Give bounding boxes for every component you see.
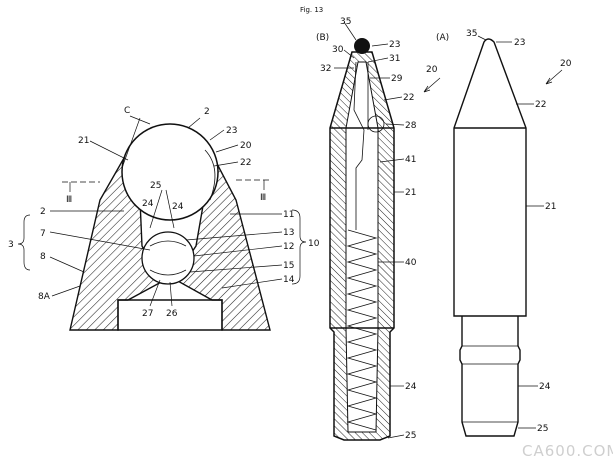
left-view-socket-section: C 2 23 21 20 22 25 24 24 Ⅲ Ⅲ 2 3 7 8 11 … [8,106,320,331]
arrow-20-b [423,77,441,93]
leader-23-b [371,43,389,47]
leader-7 [49,231,151,251]
label-iii-right: Ⅲ [260,193,266,203]
label-25-b: 25 [405,431,416,441]
arrow-c [129,115,151,125]
cut-line-c [121,117,141,169]
arrow-20-a [545,69,563,85]
label-view-a: (A) [436,33,449,43]
ball-small-detail [149,240,187,276]
leader-22-b [383,96,403,101]
leader-41 [379,158,405,163]
leader-35-b [343,21,357,41]
label-21: 21 [78,136,89,146]
ball-small [141,231,195,285]
leader-35-a [477,35,487,41]
leader-26 [169,281,173,307]
label-14: 14 [283,275,295,285]
label-21-b: 21 [405,188,416,198]
leader-31 [367,57,389,63]
leader-22 [213,161,239,167]
figure-label: Fig. 13 [300,6,323,14]
label-view-b: (B) [316,33,329,43]
label-20: 20 [240,141,252,151]
leader-23 [209,129,225,141]
label-22: 22 [240,158,251,168]
label-28: 28 [405,121,417,131]
leader-28 [385,123,405,126]
label-24-a: 24 [539,382,551,392]
label-40: 40 [405,258,417,268]
label-35-a: 35 [466,29,477,39]
label-8a: 8A [38,292,51,302]
label-2-top: 2 [204,107,210,117]
leader-24a [149,189,163,229]
brace-10 [291,209,307,285]
right-view-external-a: (A) 35 23 22 21 24 25 20 [436,29,572,437]
label-24-b: 24 [405,382,417,392]
leader-8a [51,285,81,297]
label-23-a: 23 [514,38,525,48]
groove-detail [204,149,216,201]
leader-20 [215,144,239,153]
label-27: 27 [142,309,153,319]
leader-27 [149,279,161,307]
refill-bore [345,61,379,433]
socket-bottom-recess [117,299,223,331]
label-22-a: 22 [535,100,546,110]
label-8: 8 [40,252,46,262]
label-10: 10 [308,239,320,249]
detail-circle-28 [367,115,385,133]
label-21-a: 21 [545,202,556,212]
brace-3 [17,214,31,271]
label-13: 13 [283,228,294,238]
leader-21 [89,140,129,161]
label-24-right: 24 [172,202,184,212]
leader-15 [189,264,283,273]
leader-13 [185,231,283,241]
watermark: CA600.COM [522,442,613,460]
label-25-a: 25 [537,424,548,434]
label-41: 41 [405,155,416,165]
label-35-b: 35 [340,17,351,27]
label-7: 7 [40,229,46,239]
label-3: 3 [8,240,14,250]
middle-view-section-b: (B) 35 23 30 31 32 29 22 28 41 21 40 24 … [316,17,441,441]
label-20-a: 20 [560,59,572,69]
label-32: 32 [320,64,331,74]
label-25: 25 [150,181,161,191]
label-24-left: 24 [142,199,154,209]
spring-40 [346,229,378,431]
label-23-b: 23 [389,40,400,50]
leader-25-b [387,434,405,439]
leader-8 [49,256,85,273]
leader-2-top [187,117,201,129]
tip-ball [354,38,370,54]
label-22-b: 22 [403,93,414,103]
wire-rod [353,61,365,230]
label-26: 26 [166,309,178,319]
leader-12 [193,245,283,257]
label-c: C [124,106,130,116]
label-11: 11 [283,210,294,220]
leader-14 [221,278,283,289]
label-23: 23 [226,126,237,136]
label-30: 30 [332,45,344,55]
refill-lower-section [459,316,521,437]
label-12: 12 [283,242,294,252]
ball-large [121,123,219,221]
label-2-left: 2 [40,207,46,217]
label-iii-left: Ⅲ [66,195,72,205]
label-31: 31 [389,54,400,64]
leader-30 [343,49,355,59]
refill-body-outline [453,38,527,317]
label-15: 15 [283,261,294,271]
leader-24b [165,189,175,229]
label-20-b: 20 [426,65,438,75]
label-29: 29 [391,74,403,84]
